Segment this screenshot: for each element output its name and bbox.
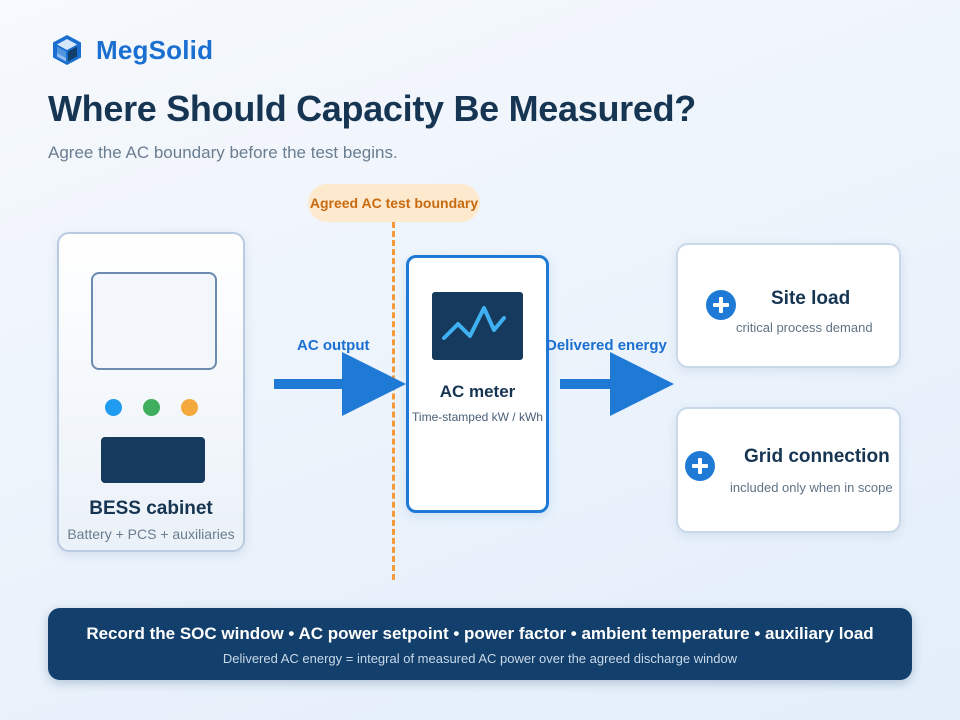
waveform-icon [442, 306, 506, 340]
brand: MegSolid [50, 33, 213, 67]
status-light-blue [105, 399, 122, 416]
delivered-energy-label: Delivered energy [546, 337, 667, 354]
grid-connection-label: Grid connection [744, 446, 890, 467]
cabinet-sublabel: Battery + PCS + auxiliaries [67, 526, 235, 542]
delivered-energy-arrow [560, 352, 674, 416]
cube-logo-icon [53, 35, 81, 65]
page-subtitle: Agree the AC boundary before the test be… [48, 143, 398, 162]
brand-name: MegSolid [96, 34, 214, 65]
meter-label: AC meter [439, 382, 516, 401]
page-title: Where Should Capacity Be Measured? [48, 88, 696, 129]
meter-display [432, 292, 523, 360]
grid-connection-card: Grid connection included only when in sc… [676, 407, 901, 533]
ac-output-label: AC output [297, 337, 370, 354]
plus-icon [706, 290, 736, 320]
boundary-label: Agreed AC test boundary [308, 184, 480, 222]
grid-connection-sublabel: included only when in scope [730, 480, 893, 495]
ac-boundary-line [392, 222, 395, 580]
cabinet-label: BESS cabinet [89, 498, 213, 519]
status-light-amber [181, 399, 198, 416]
cabinet-panel [101, 437, 205, 483]
ac-output-arrow [274, 352, 406, 416]
banner-formula-text: Delivered AC energy = integral of measur… [222, 651, 738, 666]
ac-meter: AC meter Time-stamped kW / kWh [406, 255, 549, 513]
meter-sublabel: Time-stamped kW / kWh [412, 410, 543, 424]
bess-cabinet: BESS cabinet Battery + PCS + auxiliaries [57, 232, 245, 552]
cabinet-screen [91, 272, 217, 370]
test-record-banner: Record the SOC window • AC power setpoin… [48, 608, 912, 680]
status-light-green [143, 399, 160, 416]
site-load-label: Site load [771, 288, 851, 309]
site-load-card: Site load critical process demand [676, 243, 901, 368]
plus-icon [685, 451, 715, 481]
site-load-sublabel: critical process demand [736, 320, 873, 335]
banner-main-text: Record the SOC window • AC power setpoin… [86, 624, 874, 643]
